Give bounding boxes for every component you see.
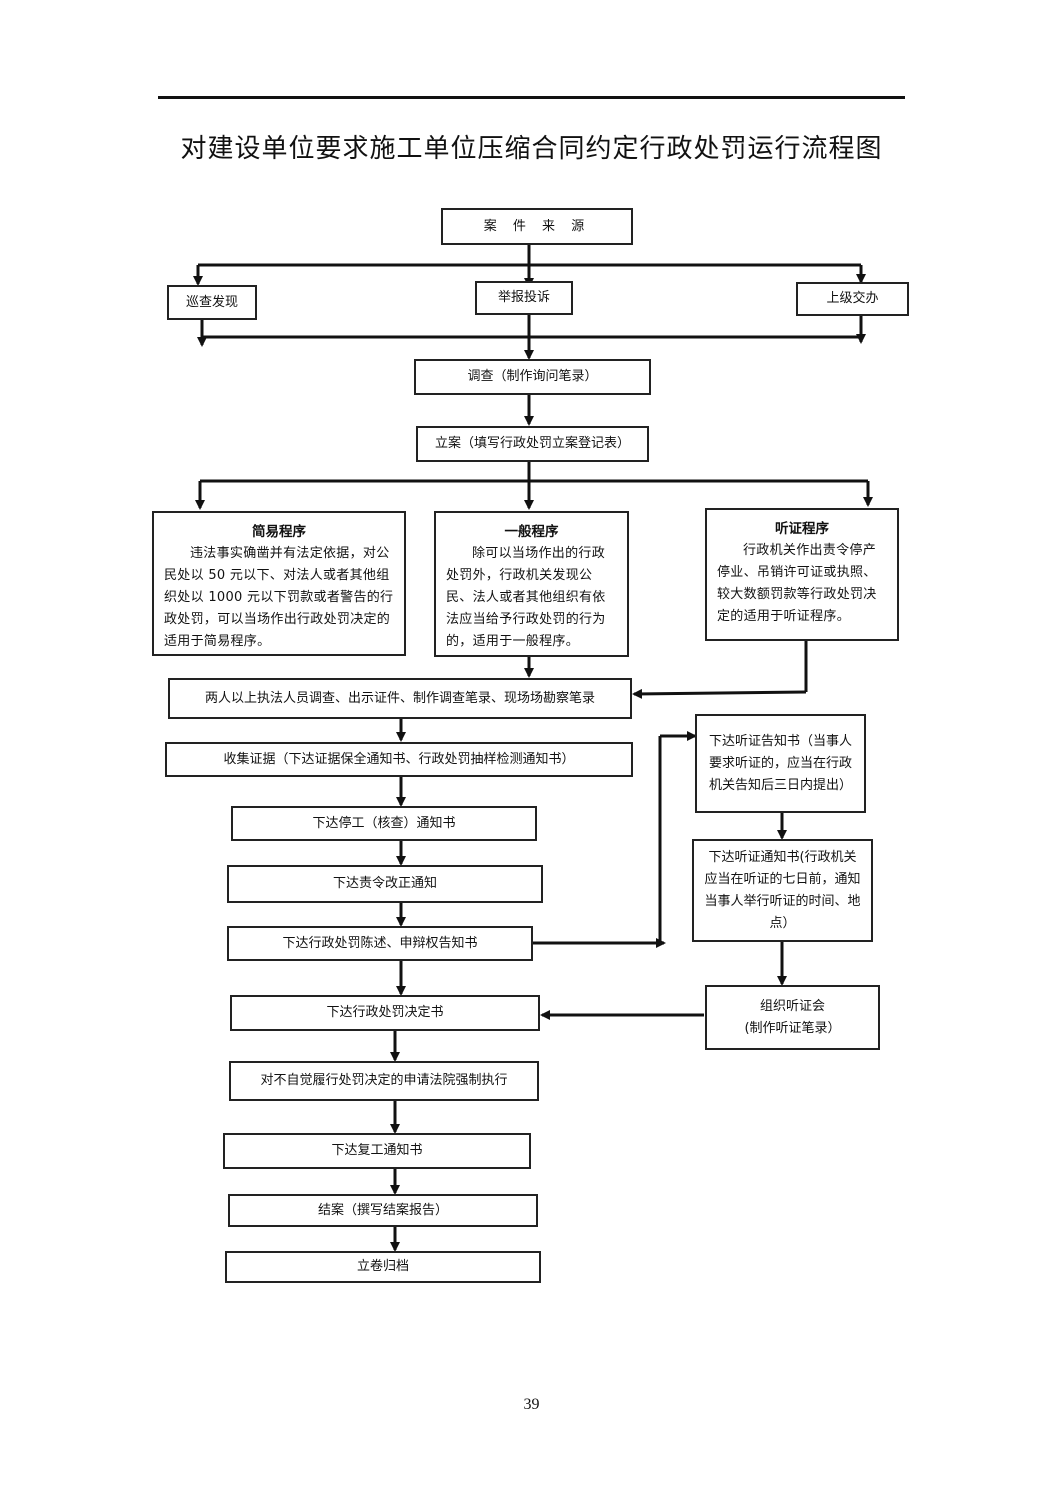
report-complaint-box: 举报投诉 (475, 281, 573, 315)
hold-hearing-title: 组织听证会 (759, 998, 825, 1014)
hearing-right-notice-box: 下达听证告知书（当事人要求听证的，应当在行政机关告知后三日内提出） (695, 714, 866, 813)
general-procedure-box: 一般程序 除可以当场作出的行政处罚外，行政机关发现公民、法人或者其他组织有依法应… (434, 511, 629, 657)
patrol-discovery-box: 巡查发现 (167, 285, 257, 320)
case-registration-box: 立案（填写行政处罚立案登记表） (416, 426, 649, 462)
simple-procedure-box: 简易程序 违法事实确凿并有法定依据，对公民处以 50 元以下、对法人或者其他组织… (152, 511, 406, 656)
hearing-procedure-text: 行政机关作出责令停产停业、吊销许可证或执照、较大数额罚款等行政处罚决定的适用于听… (717, 543, 877, 624)
collect-evidence-box: 收集证据（下达证据保全通知书、行政处罚抽样检测通知书） (165, 742, 633, 777)
decision-box: 下达行政处罚决定书 (230, 995, 540, 1031)
investigation-box: 调查（制作询问笔录） (414, 359, 651, 395)
two-officers-box: 两人以上执法人员调查、出示证件、制作调查笔录、现场场勘察笔录 (168, 678, 632, 719)
simple-procedure-text: 违法事实确凿并有法定依据，对公民处以 50 元以下、对法人或者其他组织处以 10… (164, 546, 394, 649)
page-number: 39 (523, 1396, 540, 1413)
close-case-box: 结案（撰写结案报告） (228, 1194, 538, 1227)
general-procedure-text: 除可以当场作出的行政处罚外，行政机关发现公民、法人或者其他组织有依法应当给予行政… (446, 546, 606, 649)
statement-notice-box: 下达行政处罚陈述、申辩权告知书 (227, 926, 533, 961)
resume-work-box: 下达复工通知书 (223, 1133, 531, 1169)
hold-hearing-box: 组织听证会 (制作听证笔录） (705, 985, 880, 1050)
hold-hearing-record: (制作听证笔录） (744, 1020, 841, 1036)
court-enforcement-box: 对不自觉履行处罚决定的申请法院强制执行 (229, 1061, 539, 1101)
hearing-notice-box: 下达听证通知书(行政机关应当在听证的七日前，通知当事人举行听证的时间、地点） (692, 839, 873, 942)
stop-work-notice-box: 下达停工（核查）通知书 (231, 806, 537, 841)
hearing-procedure-box: 听证程序 行政机关作出责令停产停业、吊销许可证或执照、较大数额罚款等行政处罚决定… (705, 508, 899, 641)
page-title: 对建设单位要求施工单位压缩合同约定行政处罚运行流程图 (180, 134, 883, 164)
simple-procedure-heading: 简易程序 (252, 524, 306, 540)
header-rule (158, 96, 905, 99)
superior-assigned-box: 上级交办 (796, 282, 909, 316)
general-procedure-heading: 一般程序 (504, 524, 559, 540)
archive-box: 立卷归档 (225, 1251, 541, 1283)
rectify-notice-box: 下达责令改正通知 (227, 865, 543, 903)
case-source-box: 案 件 来 源 (441, 208, 633, 245)
hearing-procedure-heading: 听证程序 (775, 521, 829, 537)
